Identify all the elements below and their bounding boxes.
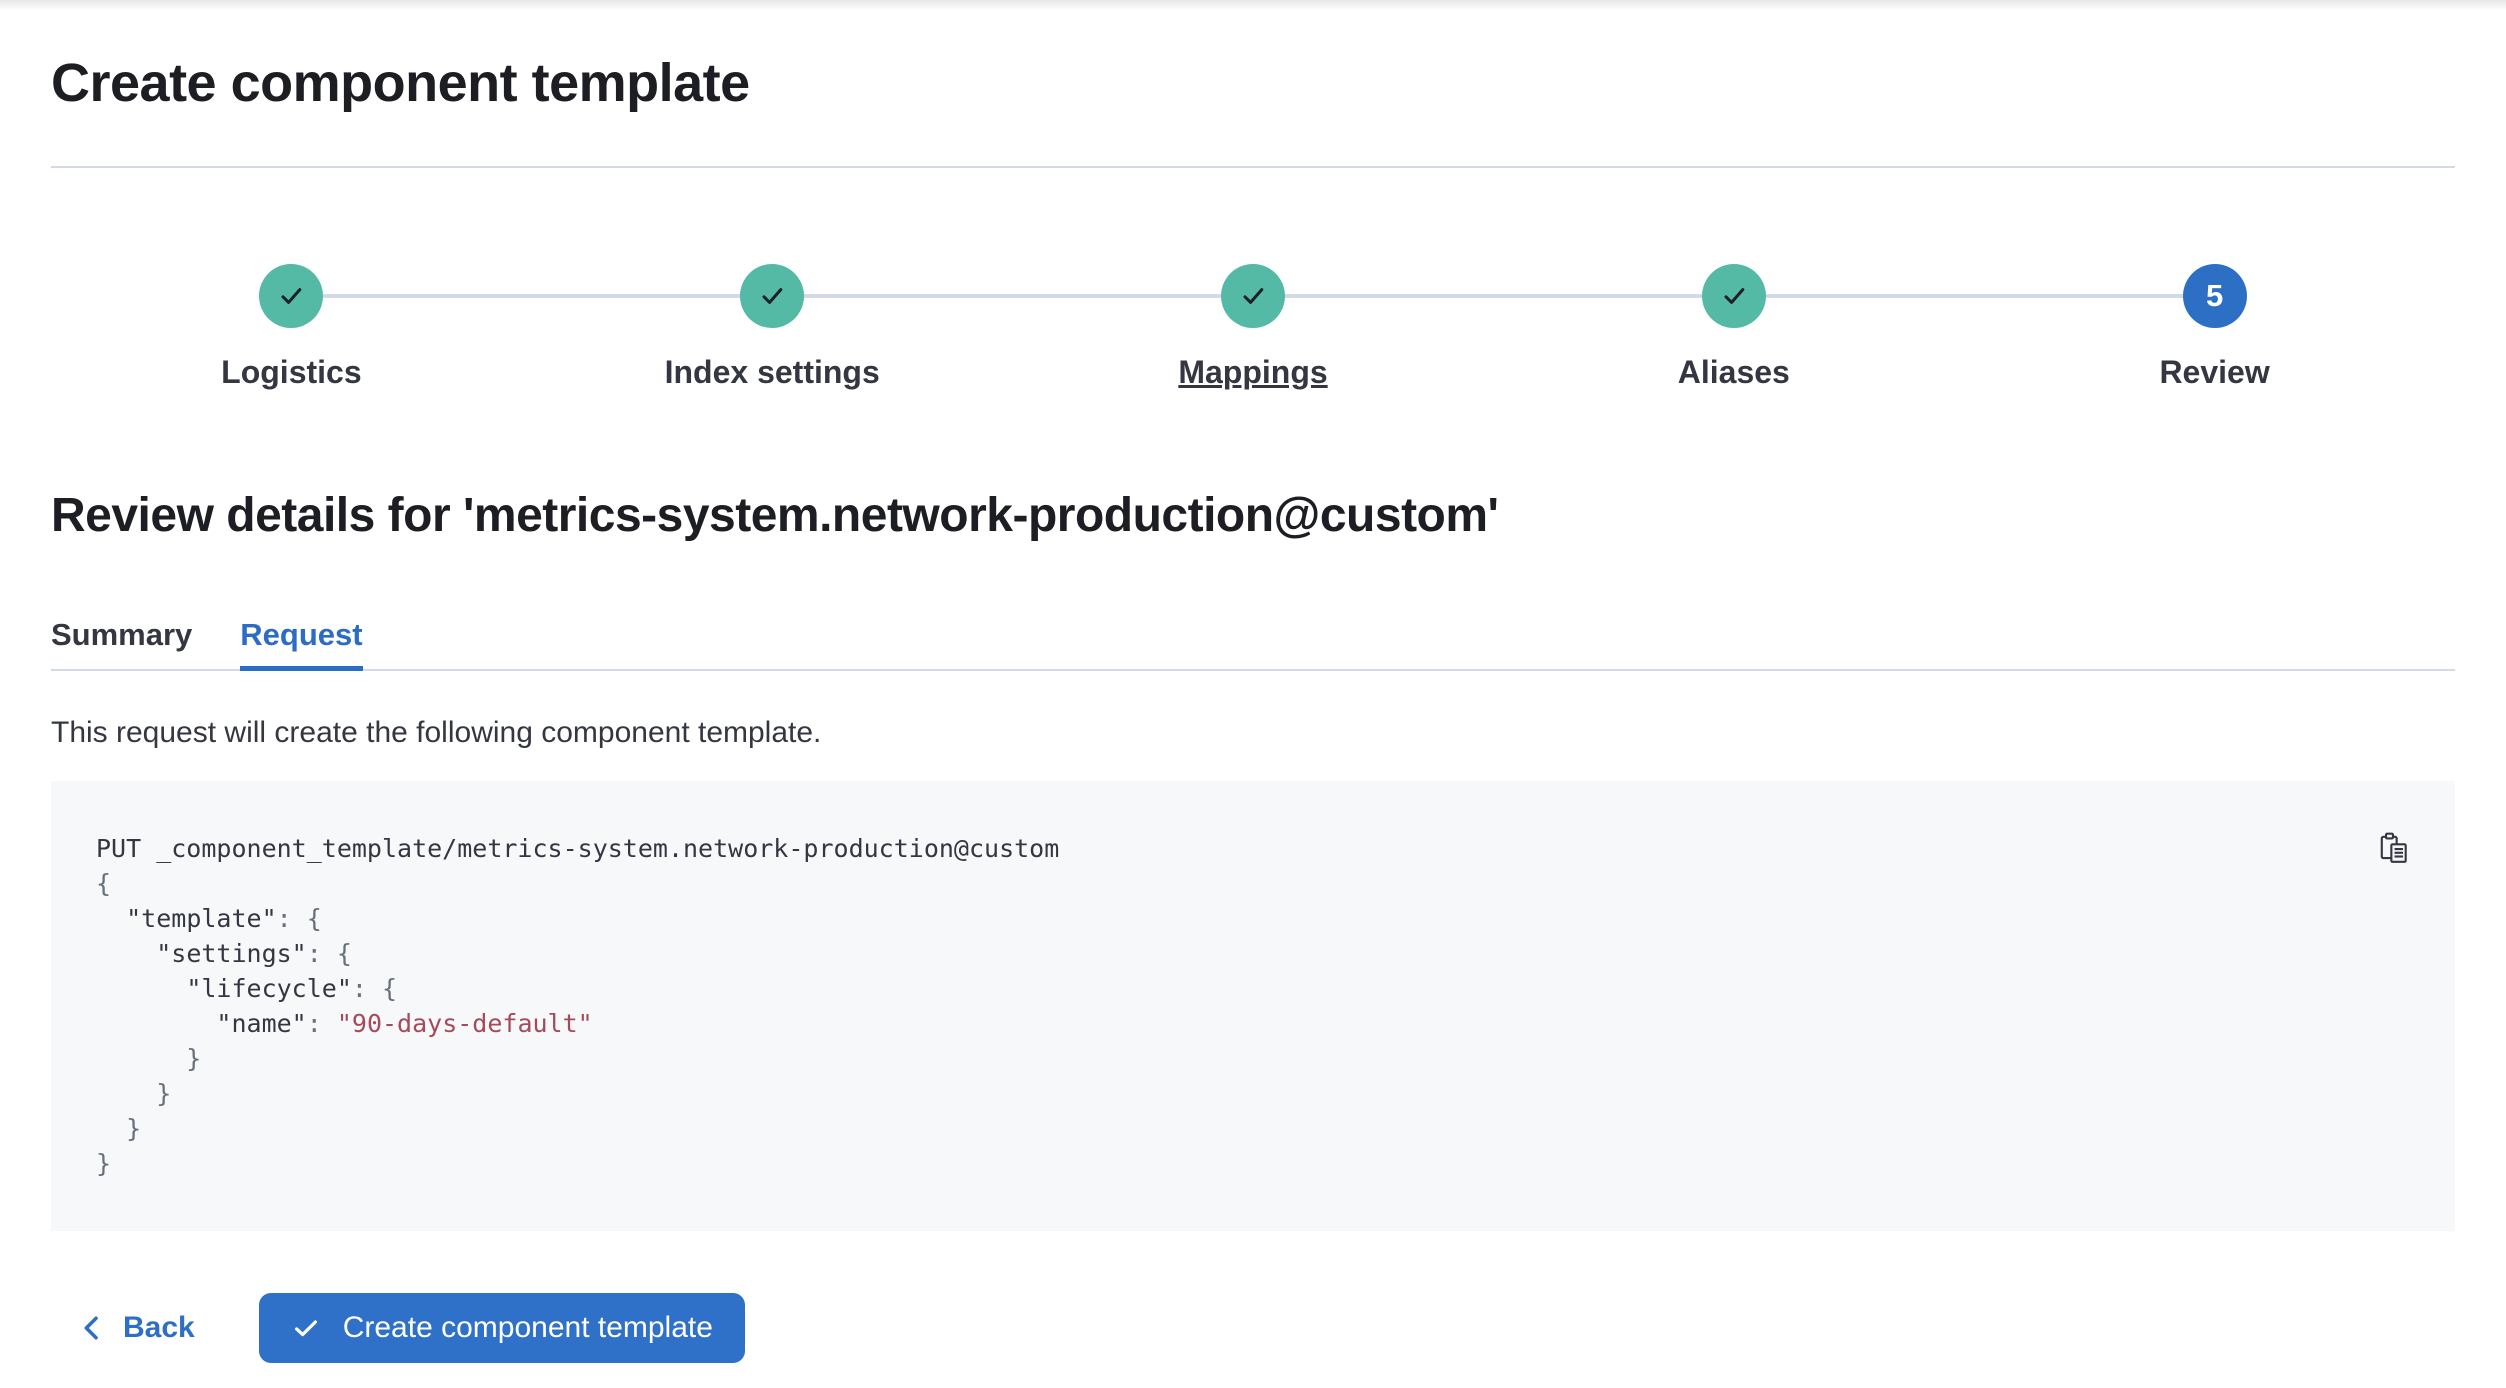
- request-code: PUT _component_template/metrics-system.n…: [96, 831, 2410, 1181]
- step-label-mappings: Mappings: [1178, 354, 1328, 390]
- code-segment: PUT _component_template/metrics-system.n…: [96, 834, 1060, 863]
- step-label-aliases: Aliases: [1677, 354, 1790, 390]
- wizard-footer: Back Create component template: [51, 1293, 2455, 1363]
- step-label-review: Review: [2159, 354, 2270, 390]
- code-segment: "lifecycle": [186, 974, 352, 1003]
- code-segment: {: [96, 869, 112, 898]
- step-mappings[interactable]: Mappings: [1013, 264, 1494, 392]
- check-icon: [756, 280, 788, 312]
- request-description: This request will create the following c…: [51, 716, 822, 749]
- step-number-circle: 5: [2182, 264, 2247, 328]
- code-segment: }: [96, 1114, 142, 1143]
- step-complete-circle: [740, 264, 805, 328]
- chevron-left-icon: [79, 1313, 105, 1343]
- check-icon: [1718, 280, 1750, 312]
- code-segment: "name": [216, 1009, 307, 1038]
- code-segment: [96, 974, 186, 1003]
- code-segment: [96, 939, 156, 968]
- code-segment: }: [96, 1149, 112, 1178]
- code-segment: : {: [306, 939, 352, 968]
- code-segment: : {: [276, 904, 322, 933]
- step-complete-circle: [259, 264, 324, 328]
- copy-to-clipboard-button[interactable]: [2371, 825, 2417, 874]
- step-complete-circle: [1220, 264, 1285, 328]
- create-button-label: Create component template: [342, 1311, 713, 1344]
- review-details-heading: Review details for 'metrics-system.netwo…: [51, 489, 1499, 542]
- code-segment: "template": [126, 904, 277, 933]
- step-aliases[interactable]: Aliases: [1493, 264, 1974, 392]
- check-icon: [1237, 280, 1269, 312]
- step-index-settings[interactable]: Index settings: [532, 264, 1013, 392]
- code-segment: : {: [351, 974, 398, 1003]
- step-label-logistics: Logistics: [221, 354, 362, 390]
- page-title: Create component template: [51, 53, 750, 113]
- step-complete-circle: [1701, 264, 1766, 328]
- back-button[interactable]: Back: [79, 1311, 195, 1345]
- code-segment: "settings": [156, 939, 307, 968]
- step-logistics[interactable]: Logistics: [51, 264, 532, 392]
- code-segment: :: [306, 1009, 337, 1038]
- code-segment: }: [96, 1044, 202, 1073]
- request-code-block: PUT _component_template/metrics-system.n…: [51, 781, 2455, 1231]
- review-tabs: Summary Request: [51, 618, 2455, 671]
- copy-clipboard-icon: [2377, 831, 2411, 865]
- back-button-label: Back: [123, 1311, 195, 1344]
- code-segment: [96, 904, 126, 933]
- code-segment: }: [96, 1079, 172, 1108]
- code-segment: "90-days-default": [336, 1009, 593, 1038]
- check-icon: [291, 1313, 321, 1343]
- code-segment: [96, 1009, 216, 1038]
- tab-request[interactable]: Request: [240, 618, 363, 671]
- step-label-index-settings: Index settings: [664, 354, 880, 390]
- create-component-template-button[interactable]: Create component template: [258, 1293, 745, 1363]
- title-divider: [51, 166, 2455, 168]
- tab-summary[interactable]: Summary: [51, 617, 193, 652]
- check-icon: [275, 280, 307, 312]
- step-number: 5: [2205, 278, 2224, 313]
